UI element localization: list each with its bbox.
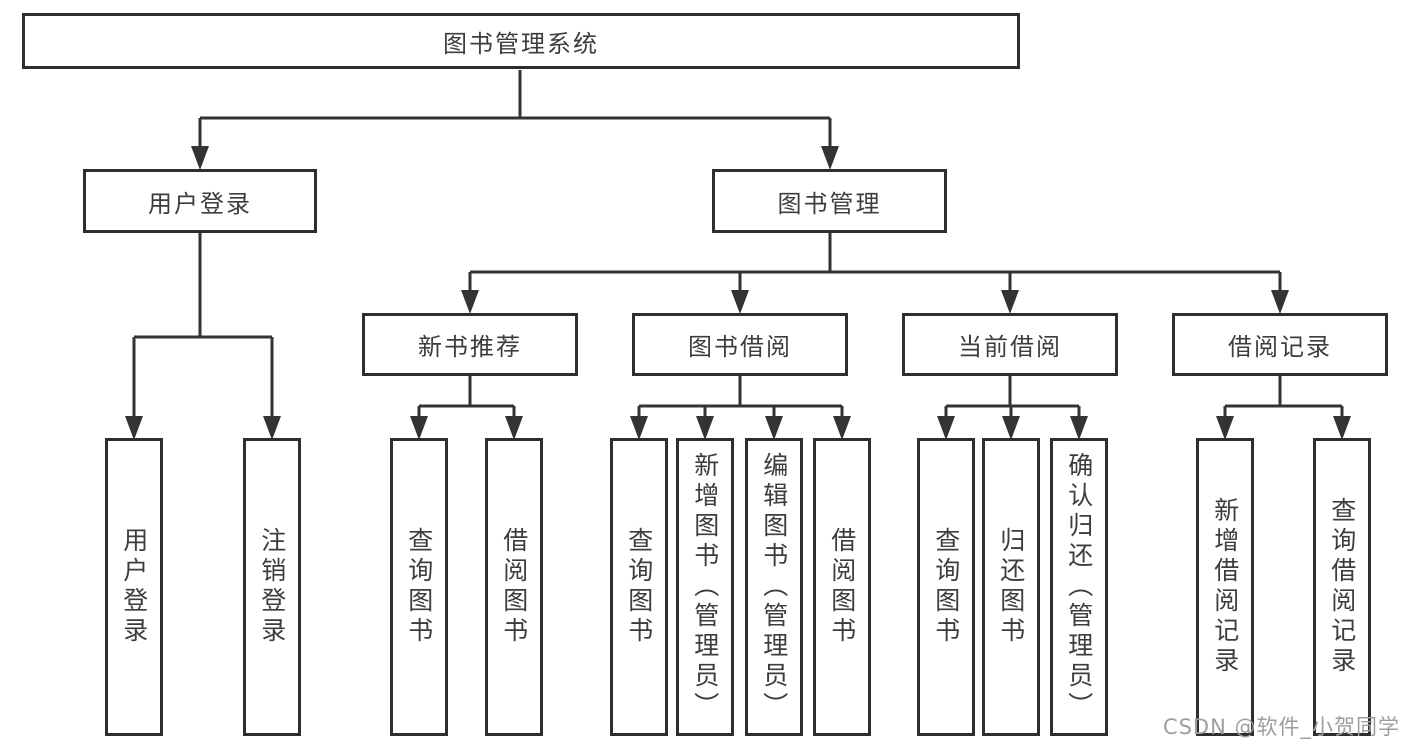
node-current-borrow: 当前借阅 [902,313,1118,376]
leaf-add-books-admin: 新增图书（管理员） [676,438,734,736]
arrowhead-icons [125,146,1351,440]
node-borrow-records: 借阅记录 [1172,313,1388,376]
node-library-system: 图书管理系统 [22,13,1020,69]
leaf-return-books: 归还图书 [982,438,1040,736]
leaf-confirm-return-admin: 确认归还（管理员） [1050,438,1108,736]
leaf-borrow-books: 借阅图书 [813,438,871,736]
node-user-login: 用户登录 [83,169,317,233]
leaf-query-books-current: 查询图书 [917,438,975,736]
leaf-logout-login: 注销登录 [243,438,301,736]
node-new-book-recommend: 新书推荐 [362,313,578,376]
leaf-query-borrow-record: 查询借阅记录 [1313,438,1371,736]
leaf-add-borrow-record: 新增借阅记录 [1196,438,1254,736]
leaf-edit-books-admin: 编辑图书（管理员） [745,438,803,736]
leaf-query-books-recommend: 查询图书 [390,438,448,736]
leaf-query-books-borrow: 查询图书 [610,438,668,736]
watermark: CSDN @软件_小贺同学 [1162,715,1400,739]
leaf-user-login: 用户登录 [105,438,163,736]
node-book-management: 图书管理 [712,169,947,233]
leaf-borrow-books-recommend: 借阅图书 [485,438,543,736]
node-book-borrow: 图书借阅 [632,313,848,376]
